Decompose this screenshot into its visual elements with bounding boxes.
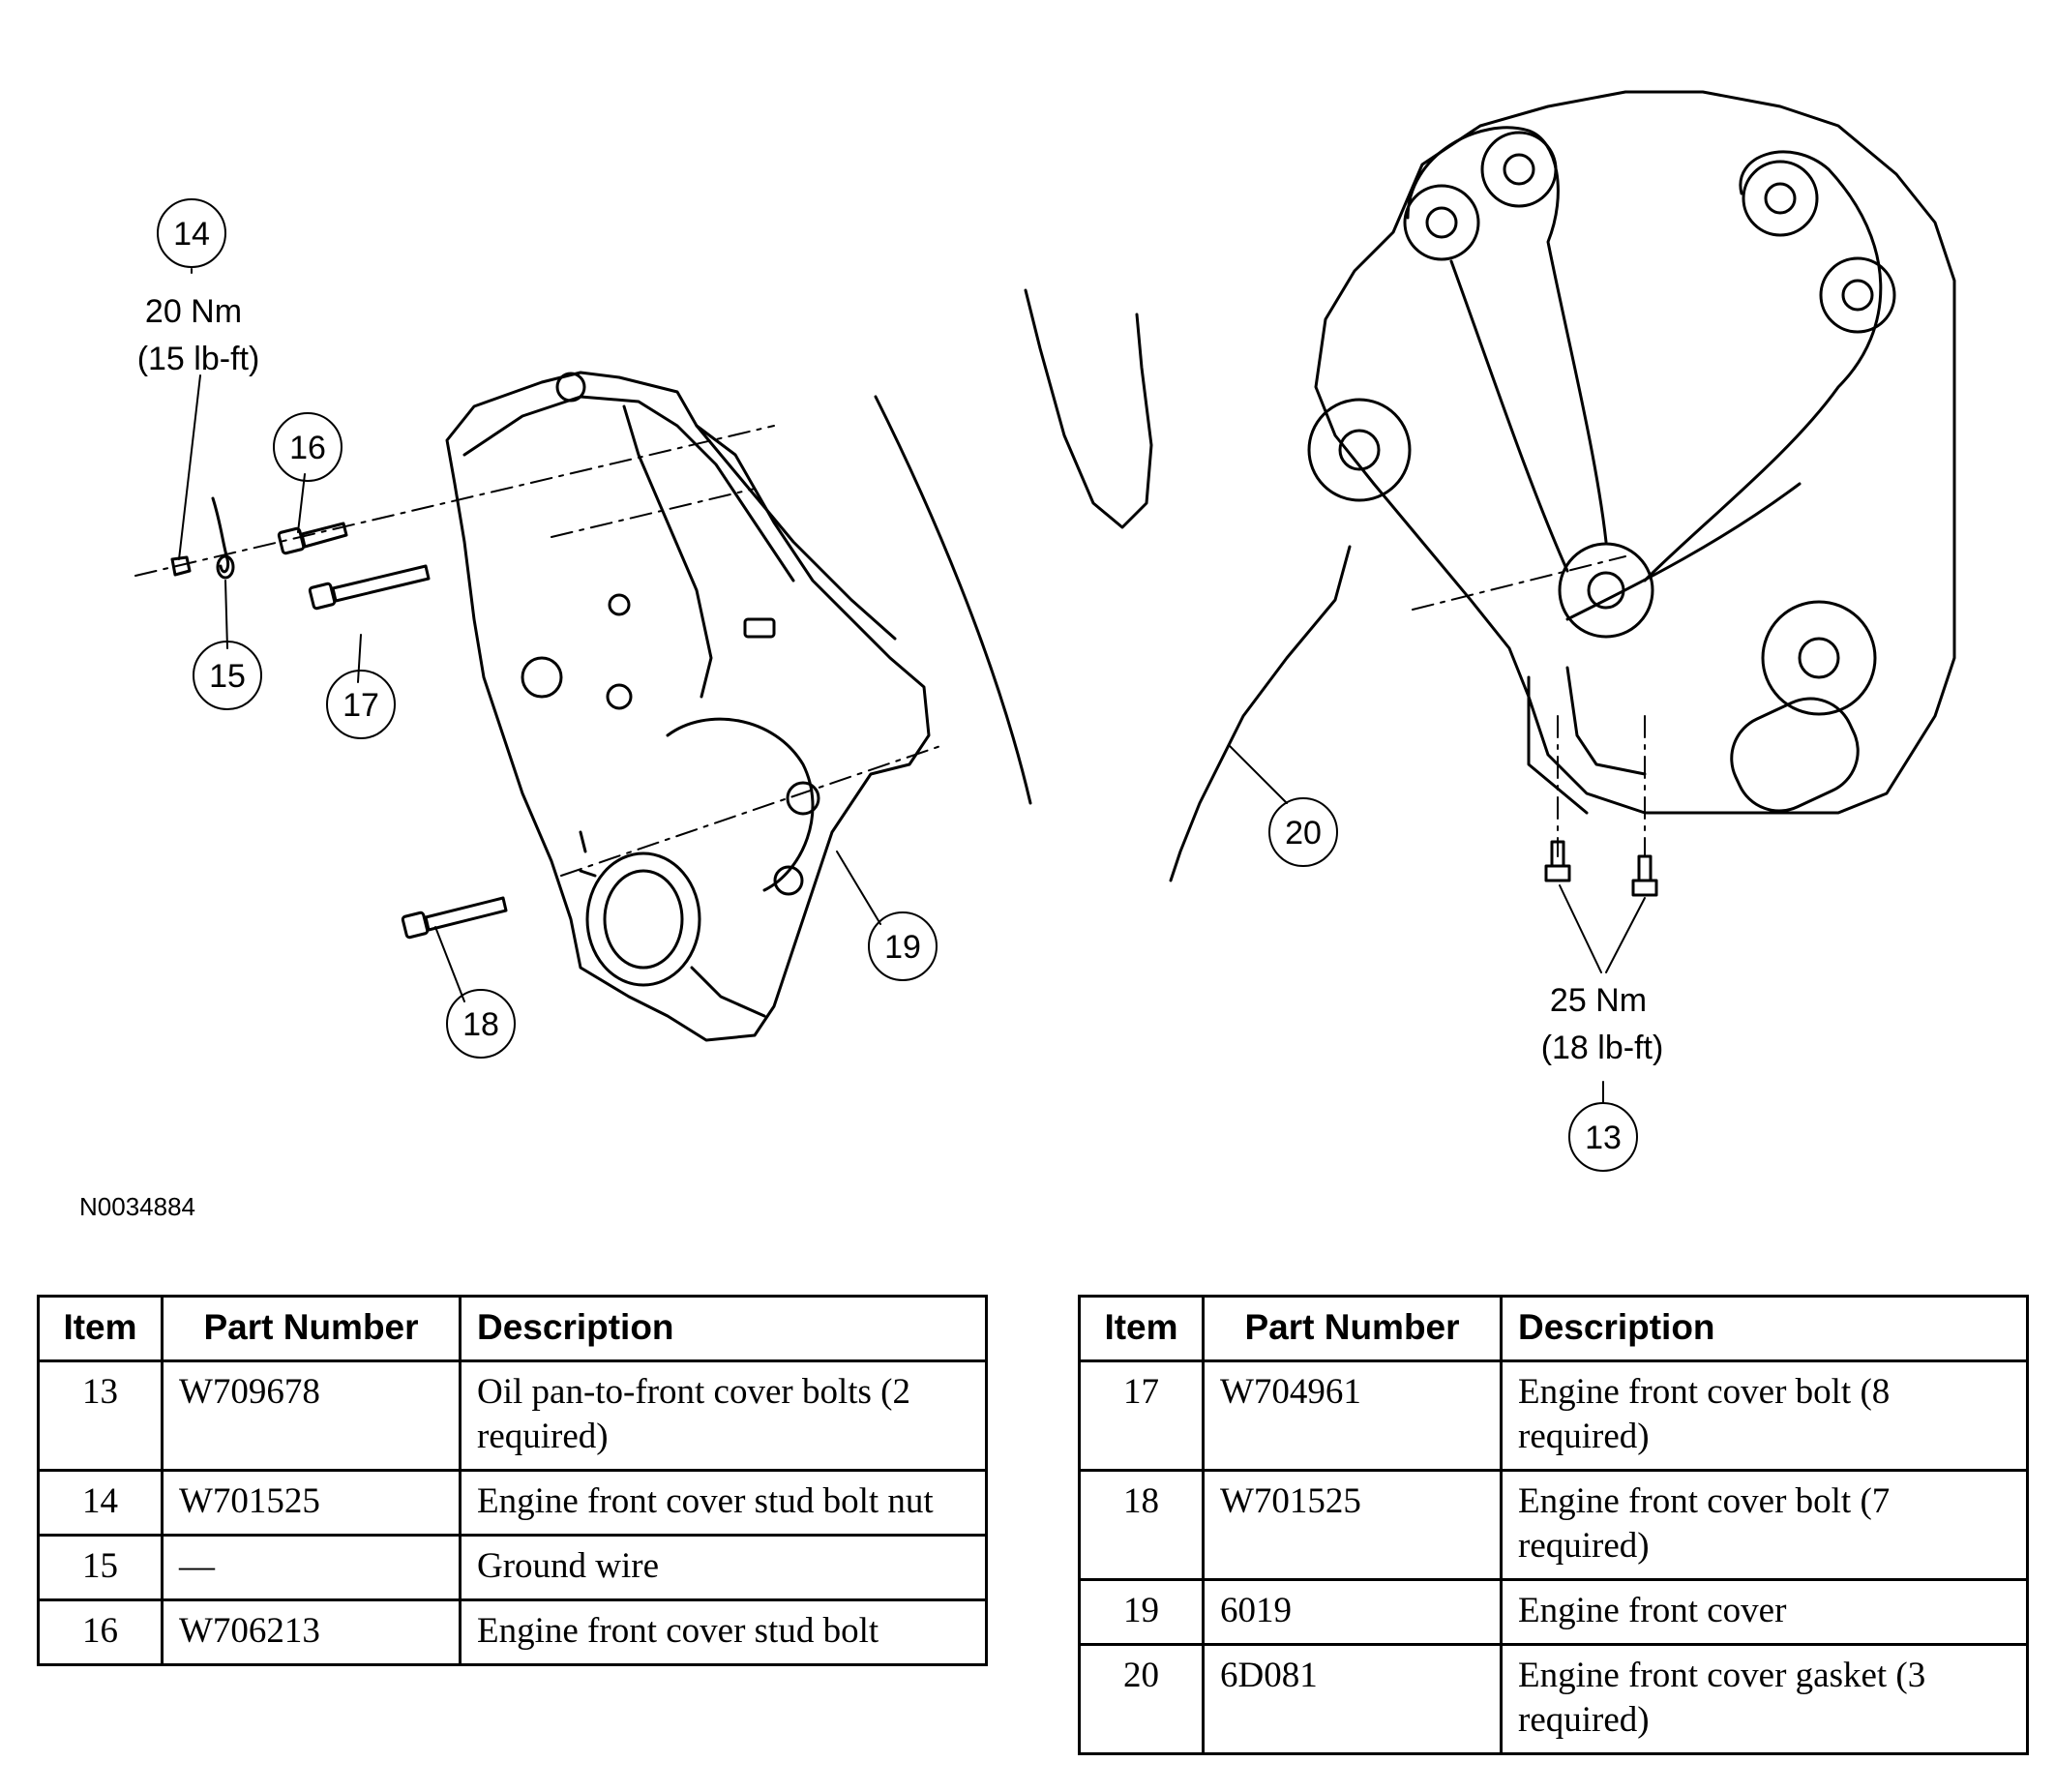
header-description: Description [459, 1295, 988, 1362]
exploded-view-diagram: 14 16 15 17 18 19 20 13 20 Nm (15 lb-ft)… [134, 90, 1956, 1172]
alignment-lines [134, 425, 1646, 877]
callout-16: 16 [289, 430, 326, 466]
callout-circles [157, 198, 1638, 1172]
figure-id-label: N0034884 [79, 1192, 195, 1221]
header-item: Item [37, 1295, 164, 1362]
table-header-row: Item Part Number Description [1078, 1295, 2029, 1362]
cell-item: 19 [1078, 1578, 1205, 1646]
cell-part-number: W709678 [161, 1359, 462, 1472]
cell-description: Engine front cover bolt (7 required) [1500, 1469, 2029, 1581]
cell-part-number: W706213 [161, 1598, 462, 1666]
cell-part-number: 6019 [1202, 1578, 1503, 1646]
cell-item: 14 [37, 1469, 164, 1537]
table-header-row: Item Part Number Description [37, 1295, 988, 1362]
cell-description: Engine front cover stud bolt [459, 1598, 988, 1666]
header-item: Item [1078, 1295, 1205, 1362]
table-row: 17 W704961 Engine front cover bolt (8 re… [1078, 1359, 2029, 1472]
callout-20: 20 [1285, 815, 1322, 851]
engine-front-cover-drawing [445, 371, 931, 1042]
table-row: 19 6019 Engine front cover [1078, 1578, 2029, 1646]
cell-item: 18 [1078, 1469, 1205, 1581]
callout-19: 19 [884, 929, 921, 966]
callout-14: 14 [173, 216, 210, 253]
cell-description: Engine front cover stud bolt nut [459, 1469, 988, 1537]
cell-description: Oil pan-to-front cover bolts (2 required… [459, 1359, 988, 1472]
torque-14-nm: 20 Nm [145, 293, 242, 330]
table-row: 18 W701525 Engine front cover bolt (7 re… [1078, 1469, 2029, 1581]
parts-table-right: Item Part Number Description 17 W704961 … [1078, 1295, 2029, 1755]
callout-13: 13 [1585, 1120, 1622, 1156]
table-row: 14 W701525 Engine front cover stud bolt … [37, 1469, 988, 1537]
hardware-drawings [170, 496, 508, 940]
header-part-number: Part Number [161, 1295, 462, 1362]
cell-description: Ground wire [459, 1534, 988, 1601]
header-part-number: Part Number [1202, 1295, 1503, 1362]
cell-part-number: 6D081 [1202, 1643, 1503, 1755]
torque-13-lbft: (18 lb-ft) [1541, 1030, 1664, 1066]
header-description: Description [1500, 1295, 2029, 1362]
cell-item: 16 [37, 1598, 164, 1666]
engine-block-drawing [1307, 90, 1956, 815]
cell-description: Engine front cover bolt (8 required) [1500, 1359, 2029, 1472]
table-row: 20 6D081 Engine front cover gasket (3 re… [1078, 1643, 2029, 1755]
cell-item: 13 [37, 1359, 164, 1472]
cell-item: 20 [1078, 1643, 1205, 1755]
callout-18: 18 [462, 1006, 499, 1043]
callout-17: 17 [342, 687, 379, 724]
gasket-drawings [874, 288, 1352, 882]
table-row: 15 — Ground wire [37, 1534, 988, 1601]
cell-part-number: W701525 [1202, 1469, 1503, 1581]
callout-15: 15 [209, 658, 246, 695]
leader-lines [178, 268, 1646, 1104]
torque-13-nm: 25 Nm [1550, 982, 1647, 1019]
cell-part-number: — [161, 1534, 462, 1601]
parts-table-left: Item Part Number Description 13 W709678 … [37, 1295, 988, 1666]
cell-description: Engine front cover [1500, 1578, 2029, 1646]
torque-14-lbft: (15 lb-ft) [137, 341, 260, 377]
cell-item: 15 [37, 1534, 164, 1601]
cell-part-number: W701525 [161, 1469, 462, 1537]
cell-item: 17 [1078, 1359, 1205, 1472]
table-row: 13 W709678 Oil pan-to-front cover bolts … [37, 1359, 988, 1472]
cell-description: Engine front cover gasket (3 required) [1500, 1643, 2029, 1755]
cell-part-number: W704961 [1202, 1359, 1503, 1472]
table-row: 16 W706213 Engine front cover stud bolt [37, 1598, 988, 1666]
item13-bolts-drawing [1544, 840, 1658, 897]
